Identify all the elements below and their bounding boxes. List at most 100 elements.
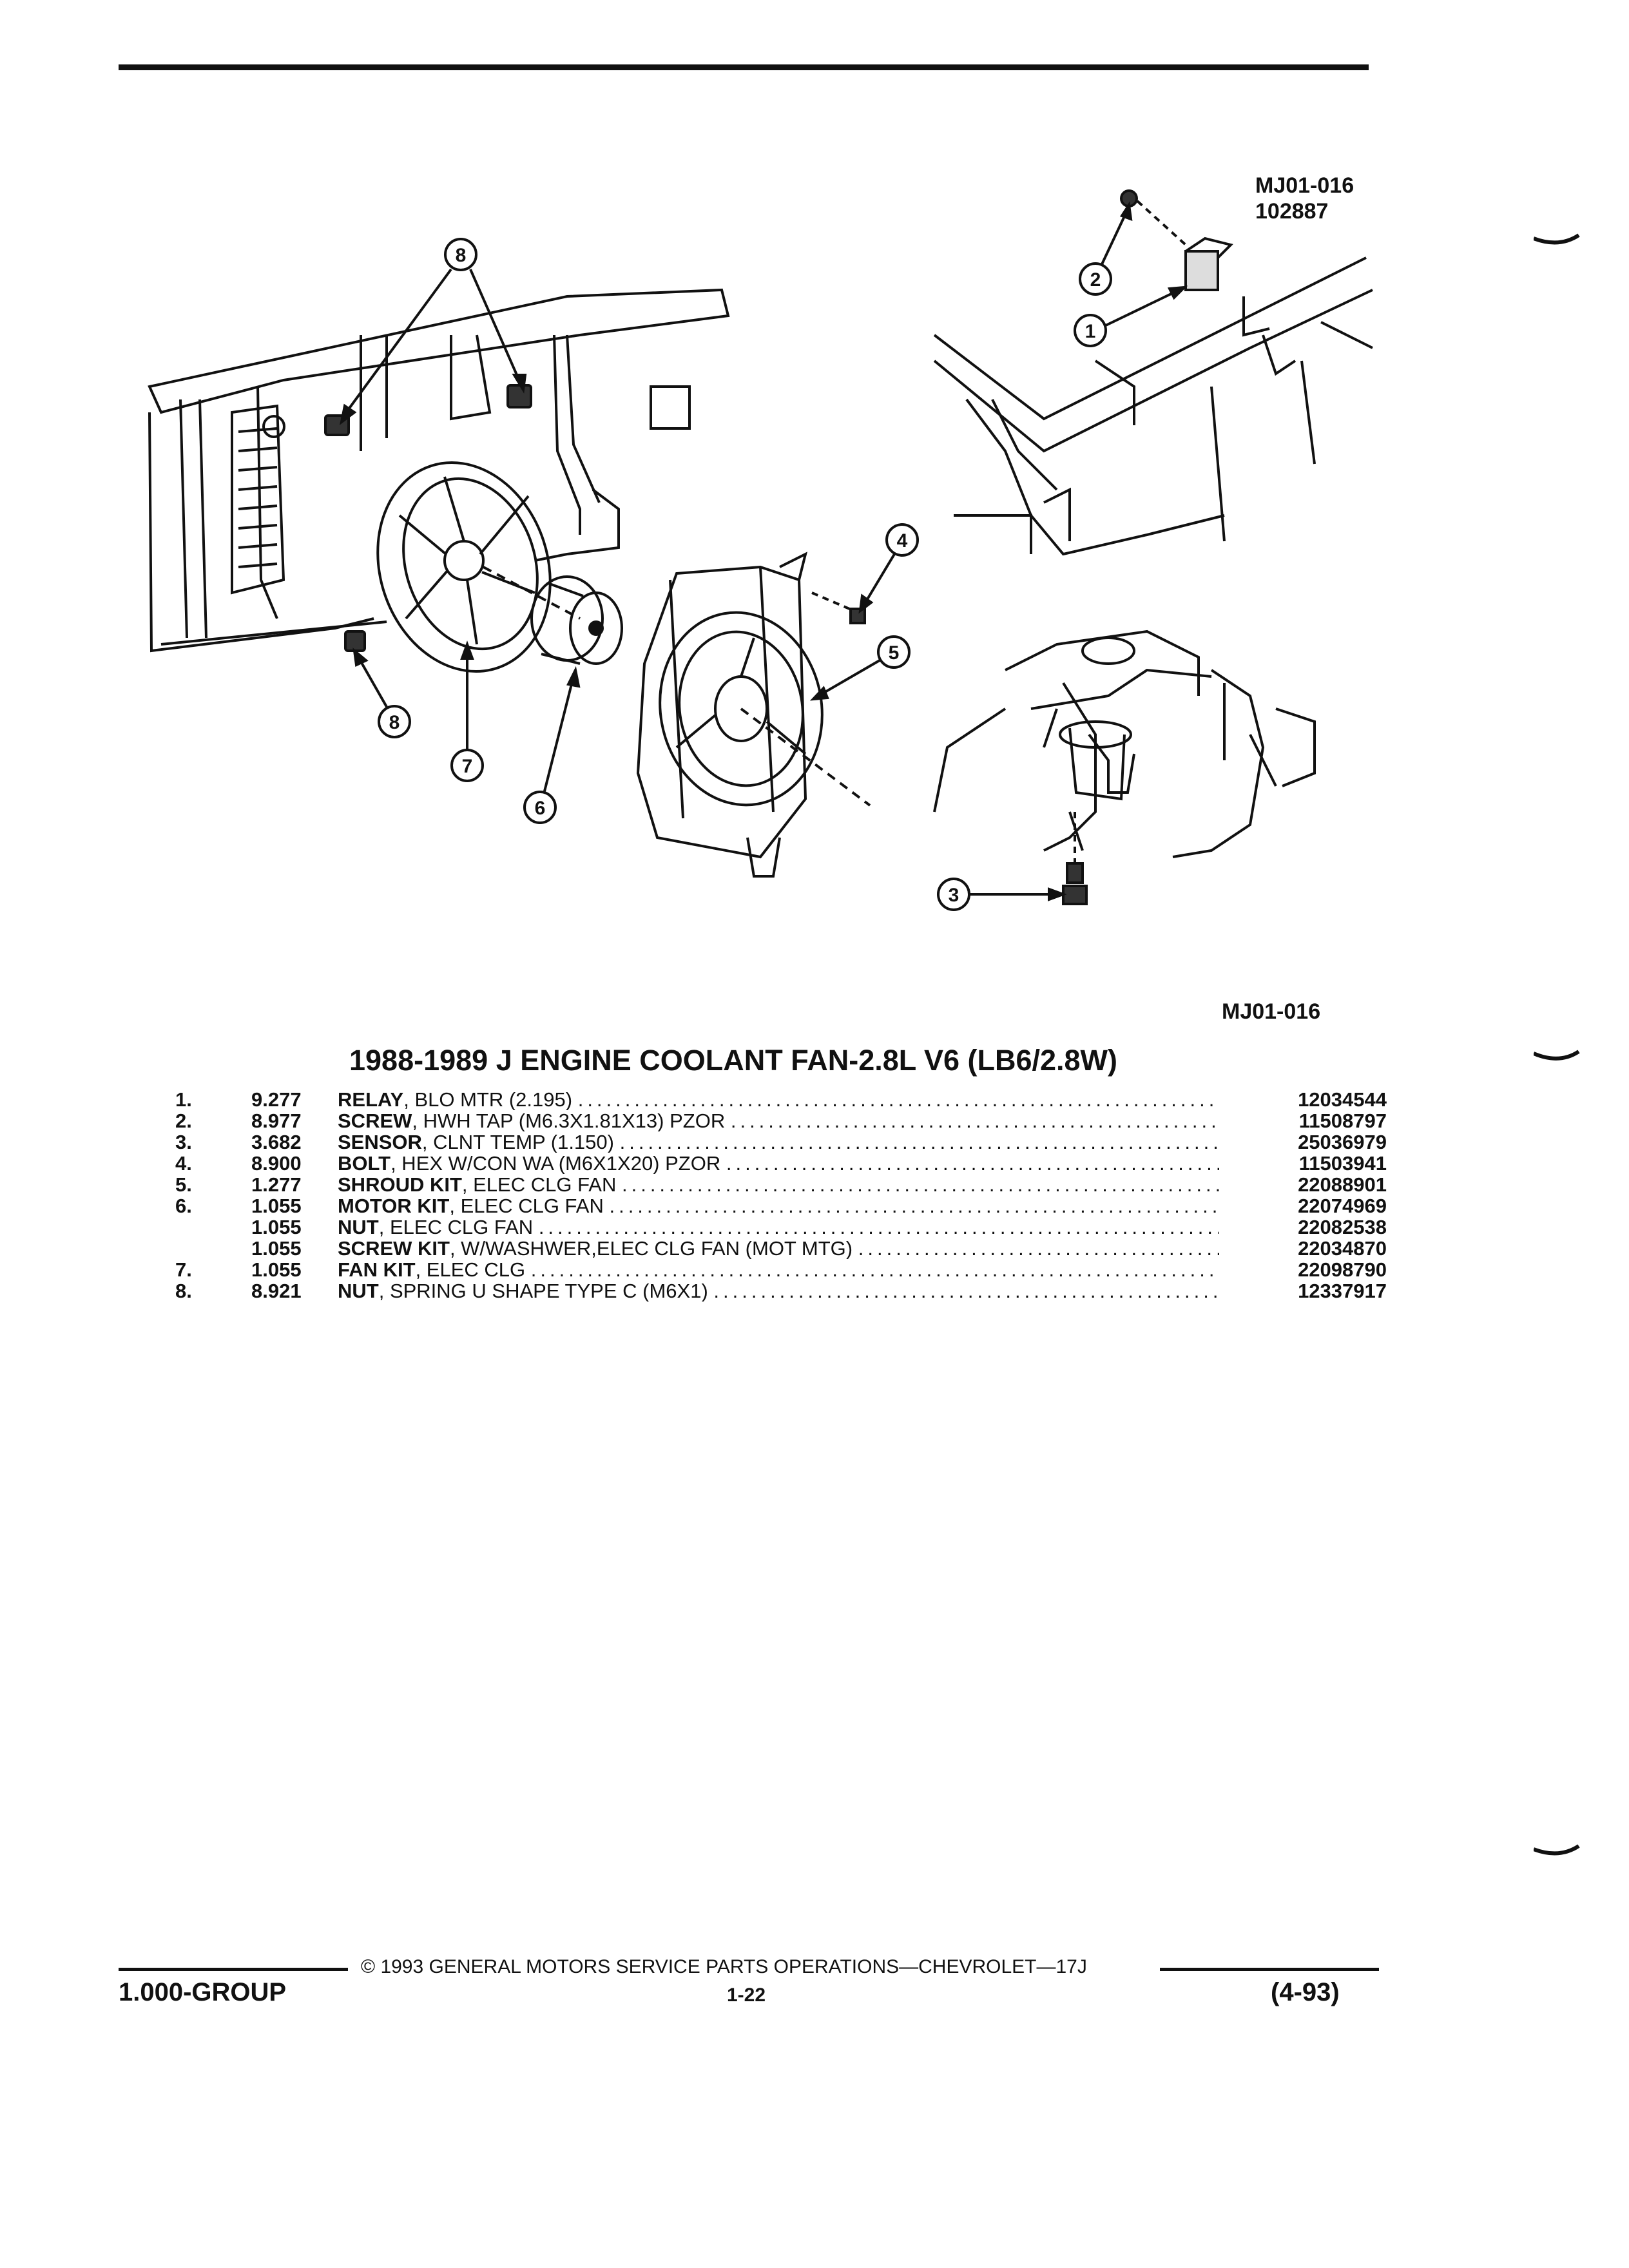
- radiator-support-drawing: [148, 288, 730, 653]
- group-number: 8.977: [251, 1110, 302, 1132]
- part-name: RELAY: [338, 1089, 404, 1110]
- group-number: 9.277: [251, 1088, 302, 1111]
- footer-page-number: 1-22: [727, 1984, 766, 2006]
- callout-2-label: 2: [1090, 269, 1101, 291]
- part-detail: , W/WASHWER,ELEC CLG FAN (MOT MTG): [449, 1238, 853, 1259]
- bolt-drawing: [811, 591, 866, 624]
- part-detail: , BLO MTR (2.195): [403, 1089, 573, 1110]
- u-nut-parts: [324, 384, 532, 652]
- footer-rule-left: [119, 1968, 348, 1971]
- part-number: 22074969: [1298, 1195, 1387, 1217]
- part-name: SHROUD KIT: [338, 1174, 462, 1195]
- part-detail: , CLNT TEMP (1.150): [421, 1131, 614, 1153]
- margin-marks: [1534, 233, 1580, 1856]
- callout-7-label: 7: [462, 756, 473, 777]
- relay-mount-drawing: [933, 256, 1373, 556]
- callout-4-label: 4: [897, 530, 908, 552]
- group-number: 1.055: [251, 1237, 302, 1260]
- item-number: 1.: [175, 1088, 192, 1111]
- part-number: 11503941: [1298, 1152, 1387, 1175]
- callout-7: [450, 640, 484, 782]
- item-number: 2.: [175, 1110, 192, 1132]
- copyright-line: © 1993 GENERAL MOTORS SERVICE PARTS OPER…: [361, 1956, 1087, 1977]
- parts-row: 8. 8.921 NUT, SPRING U SHAPE TYPE C (M6X…: [175, 1280, 1387, 1302]
- group-number: 1.055: [251, 1216, 302, 1238]
- part-detail: , ELEC CLG: [415, 1259, 526, 1280]
- part-number: 22034870: [1298, 1237, 1387, 1260]
- parts-row: 7. 1.055 FAN KIT, ELEC CLG .............…: [175, 1259, 1387, 1280]
- part-description: FAN KIT, ELEC CLG ......................…: [338, 1259, 1219, 1280]
- part-name: SCREW KIT: [338, 1238, 450, 1259]
- part-name: NUT: [338, 1280, 379, 1302]
- part-number: 12337917: [1298, 1280, 1387, 1302]
- part-detail: , ELEC CLG FAN: [461, 1174, 617, 1195]
- top-rule: [119, 64, 1369, 70]
- group-number: 1.277: [251, 1173, 302, 1196]
- parts-row: 5. 1.277 SHROUD KIT, ELEC CLG FAN ......…: [175, 1174, 1387, 1195]
- callout-5-label: 5: [889, 642, 900, 664]
- callout-6-label: 6: [535, 798, 546, 819]
- figure-number: 102887: [1255, 199, 1329, 224]
- part-detail: , ELEC CLG FAN: [449, 1195, 604, 1216]
- parts-row: 1.055 NUT, ELEC CLG FAN ................…: [175, 1216, 1387, 1238]
- part-name: SENSOR: [338, 1131, 422, 1153]
- fan-motor-drawing: [530, 575, 623, 665]
- group-number: 8.900: [251, 1152, 302, 1175]
- callout-3-label: 3: [949, 885, 959, 906]
- item-number: 4.: [175, 1152, 192, 1175]
- parts-row: 1. 9.277 RELAY, BLO MTR (2.195) ........…: [175, 1089, 1387, 1110]
- fan-blade-drawing: [376, 461, 581, 673]
- figure-caption-code: MJ01-016: [1222, 999, 1321, 1024]
- part-number: 22082538: [1298, 1216, 1387, 1238]
- part-detail: , HEX W/CON WA (M6X1X20) PZOR: [390, 1153, 721, 1174]
- section-title: 1988-1989 J ENGINE COOLANT FAN-2.8L V6 (…: [349, 1044, 1118, 1077]
- parts-row: 2. 8.977 SCREW, HWH TAP (M6.3X1.81X13) P…: [175, 1110, 1387, 1131]
- part-number: 12034544: [1298, 1088, 1387, 1111]
- part-number: 22088901: [1298, 1173, 1387, 1196]
- callout-8-top: [340, 238, 527, 425]
- part-name: FAN KIT: [338, 1259, 416, 1280]
- part-description: SENSOR, CLNT TEMP (1.150) ..............…: [338, 1131, 1219, 1153]
- item-number: 3.: [175, 1131, 192, 1153]
- part-name: BOLT: [338, 1153, 391, 1174]
- part-detail: , HWH TAP (M6.3X1.81X13) PZOR: [412, 1110, 726, 1131]
- figure-code: MJ01-016: [1255, 173, 1354, 198]
- sensor-part: [1062, 812, 1088, 905]
- group-number: 3.682: [251, 1131, 302, 1153]
- parts-row: 4. 8.900 BOLT, HEX W/CON WA (M6X1X20) PZ…: [175, 1153, 1387, 1174]
- callout-1: [1074, 285, 1188, 347]
- part-description: SCREW, HWH TAP (M6.3X1.81X13) PZOR .....…: [338, 1110, 1219, 1131]
- footer-rule-right: [1160, 1968, 1379, 1971]
- group-number: 1.055: [251, 1258, 302, 1281]
- relay-part: [1184, 236, 1233, 291]
- parts-row: 1.055 SCREW KIT, W/WASHWER,ELEC CLG FAN …: [175, 1238, 1387, 1259]
- part-name: MOTOR KIT: [338, 1195, 450, 1216]
- part-name: NUT: [338, 1216, 379, 1238]
- callout-3: [937, 878, 1067, 911]
- part-name: SCREW: [338, 1110, 412, 1131]
- parts-list: 1. 9.277 RELAY, BLO MTR (2.195) ........…: [175, 1089, 1387, 1302]
- part-description: SHROUD KIT, ELEC CLG FAN ...............…: [338, 1174, 1219, 1195]
- parts-row: 3. 3.682 SENSOR, CLNT TEMP (1.150) .....…: [175, 1131, 1387, 1153]
- part-description: RELAY, BLO MTR (2.195) .................…: [338, 1089, 1219, 1110]
- part-description: NUT, ELEC CLG FAN ......................…: [338, 1216, 1219, 1238]
- callout-2: [1079, 201, 1133, 296]
- part-detail: , SPRING U SHAPE TYPE C (M6X1): [378, 1280, 708, 1302]
- callout-6: [523, 666, 581, 824]
- item-number: 8.: [175, 1280, 192, 1302]
- item-number: 6.: [175, 1195, 192, 1217]
- part-description: MOTOR KIT, ELEC CLG FAN ................…: [338, 1195, 1219, 1216]
- fan-shroud-drawing: [636, 552, 871, 878]
- callout-8-bottom-label: 8: [389, 712, 400, 733]
- group-number: 1.055: [251, 1195, 302, 1217]
- footer-date: (4-93): [1271, 1978, 1340, 2006]
- part-number: 11508797: [1298, 1110, 1387, 1132]
- callout-4: [858, 523, 919, 614]
- group-number: 8.921: [251, 1280, 302, 1302]
- item-number: 7.: [175, 1258, 192, 1281]
- footer-group: 1.000-GROUP: [119, 1978, 287, 2006]
- part-number: 25036979: [1298, 1131, 1387, 1153]
- part-description: NUT, SPRING U SHAPE TYPE C (M6X1) ......…: [338, 1280, 1219, 1302]
- part-description: BOLT, HEX W/CON WA (M6X1X20) PZOR ......…: [338, 1153, 1219, 1174]
- engine-block-drawing: [933, 629, 1316, 858]
